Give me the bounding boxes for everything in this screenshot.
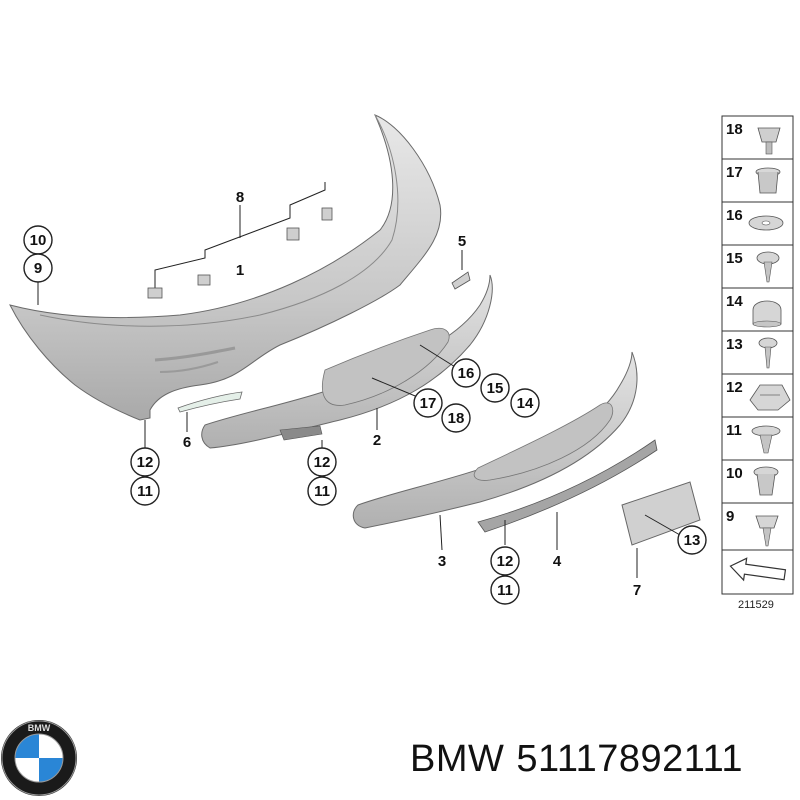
callout-13: 13	[677, 525, 707, 555]
callout-17: 17	[413, 388, 443, 418]
panel-label-16: 16	[726, 207, 743, 224]
callout-9: 9	[23, 253, 53, 283]
callout-11: 11	[130, 476, 160, 506]
bmw-logo-icon: BMW	[1, 720, 77, 796]
callout-18: 18	[441, 403, 471, 433]
callout-12: 12	[307, 447, 337, 477]
rivet-screw-icon	[758, 337, 778, 369]
svg-text:11: 11	[137, 483, 153, 500]
callout-4: 4	[553, 553, 562, 570]
callout-16: 16	[451, 358, 481, 388]
cap-icon	[752, 300, 782, 328]
callouts: 10 9 8 1 5 16 15 14 17 18 6 2 12 11 12 1…	[23, 189, 707, 605]
panel-label-11: 11	[726, 422, 742, 439]
svg-text:15: 15	[487, 380, 504, 397]
callout-1: 1	[236, 262, 244, 279]
push-clip-icon	[751, 425, 781, 454]
expanding-nut-icon	[753, 466, 779, 496]
diagram-id: 211529	[738, 599, 774, 611]
callout-15: 15	[480, 373, 510, 403]
trim-strip-part-6	[177, 391, 243, 432]
callout-2: 2	[373, 432, 381, 449]
callout-12: 12	[130, 447, 160, 477]
svg-text:18: 18	[448, 410, 465, 427]
svg-text:11: 11	[497, 582, 513, 599]
bracket-part-5	[451, 250, 471, 290]
bumper-cover-part	[9, 114, 442, 421]
arrow-icon	[729, 557, 787, 582]
trim-part-2	[201, 274, 493, 449]
hex-bolt-icon	[757, 127, 781, 155]
sleeve-nut-icon	[755, 167, 781, 194]
callout-14: 14	[510, 388, 540, 418]
part-number: 51117892111	[516, 738, 744, 780]
brand-name: BMW	[410, 738, 505, 780]
part-label: BMW 51117892111	[410, 738, 755, 781]
svg-text:11: 11	[314, 483, 330, 500]
screw-icon	[756, 251, 780, 283]
callout-7: 7	[633, 582, 641, 599]
callout-12: 12	[490, 546, 520, 576]
svg-text:17: 17	[420, 395, 437, 412]
panel-label-12: 12	[726, 379, 743, 396]
panel-label-9: 9	[726, 508, 734, 525]
svg-text:13: 13	[684, 532, 701, 549]
callout-11: 11	[307, 476, 337, 506]
panel-label-10: 10	[726, 465, 743, 482]
callout-6: 6	[183, 434, 191, 451]
svg-text:12: 12	[497, 553, 514, 570]
svg-text:14: 14	[517, 395, 534, 412]
callout-3: 3	[438, 553, 446, 570]
trim-part-3	[352, 351, 638, 551]
spring-clip-icon	[749, 384, 791, 411]
panel-label-18: 18	[726, 121, 743, 138]
callout-10: 10	[23, 225, 53, 255]
flange-bolt-icon	[755, 515, 779, 547]
panel-label-15: 15	[726, 250, 743, 267]
trim-strip-part-4	[477, 439, 658, 550]
svg-text:BMW: BMW	[28, 723, 51, 733]
panel-label-17: 17	[726, 164, 743, 181]
callout-11: 11	[490, 575, 520, 605]
svg-text:12: 12	[314, 454, 331, 471]
svg-text:9: 9	[34, 260, 42, 277]
callout-8: 8	[236, 189, 244, 206]
svg-text:16: 16	[458, 365, 475, 382]
panel-label-13: 13	[726, 336, 743, 353]
license-plate-bracket-part-7	[621, 481, 701, 578]
panel-label-14: 14	[726, 293, 743, 310]
callout-5: 5	[458, 233, 466, 250]
fastener-panel: 18 17 16 15 14 13 12 11 10 9	[721, 115, 794, 611]
svg-text:10: 10	[30, 232, 47, 249]
svg-text:12: 12	[137, 454, 154, 471]
washer-icon	[748, 215, 784, 231]
clips-part-8	[147, 182, 333, 299]
